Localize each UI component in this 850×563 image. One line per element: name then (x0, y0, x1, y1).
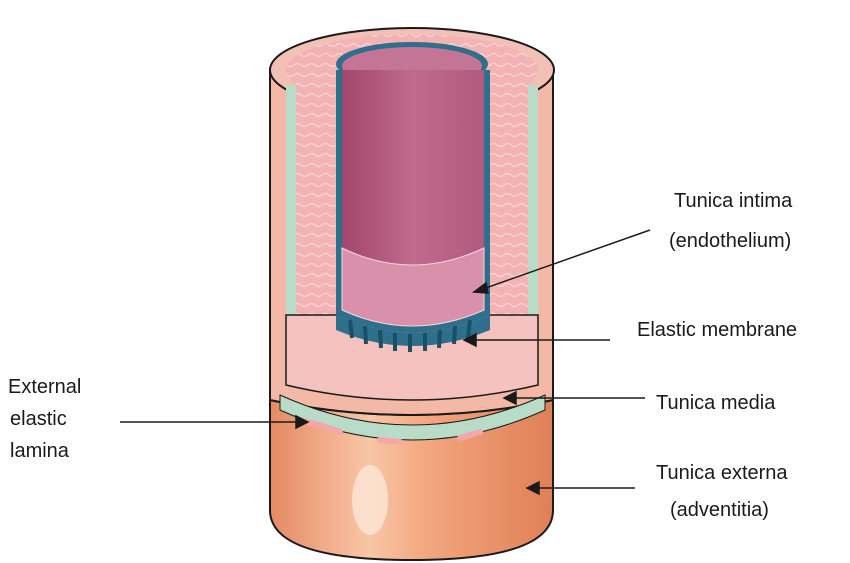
label-tunica-externa-line1: Tunica externa (656, 462, 788, 484)
label-tunica-media: Tunica media (656, 392, 776, 414)
label-tunica-intima-line1: Tunica intima (674, 190, 793, 212)
label-external-elastic-lamina-line3: lamina (10, 440, 70, 462)
label-elastic-membrane: Elastic membrane (637, 319, 797, 341)
label-tunica-intima-line2: (endothelium) (669, 230, 791, 252)
label-external-elastic-lamina-line1: External (8, 376, 81, 398)
tunica-intima-shape (336, 70, 490, 352)
label-external-elastic-lamina-line2: elastic (10, 408, 67, 430)
label-tunica-externa-line2: (adventitia) (670, 499, 769, 521)
